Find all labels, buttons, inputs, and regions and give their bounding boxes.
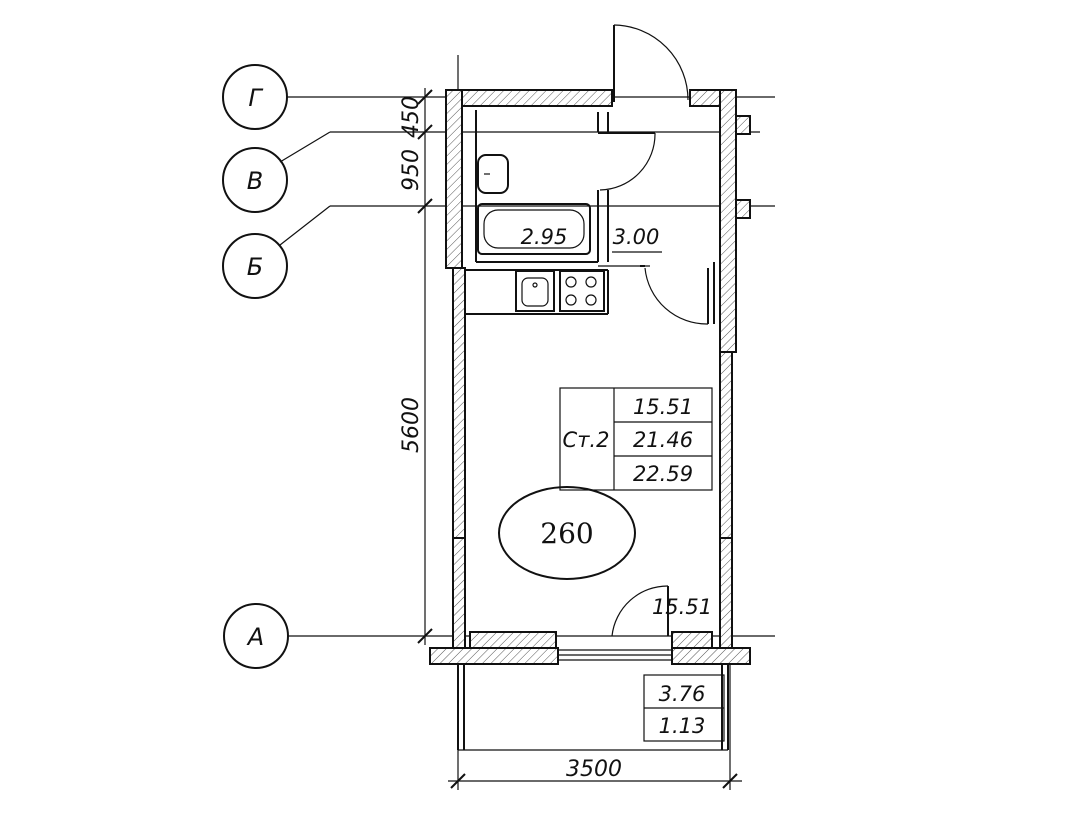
dimension-950: 950 [399,149,424,191]
entrance-door [613,24,689,102]
grid-axis-v: В [222,147,288,213]
unit-useful-area: 21.46 [633,428,693,452]
balcony-total-area: 3.76 [659,682,706,706]
apartment-number: 260 [540,517,593,550]
grid-axis-v-label: В [247,167,263,195]
grid-axis-a-label: А [246,623,264,651]
unit-area-table [559,387,713,491]
grid-axis-b: Б [222,233,288,299]
apartment-number-badge: 260 [498,486,636,580]
bathtub-icon [477,203,591,255]
dimension-chain-vertical [417,88,433,645]
grid-axis-a: А [223,603,289,669]
dimension-3500: 3500 [566,757,622,782]
balcony [457,664,729,751]
unit-living-area: 15.51 [633,395,693,419]
balcony-reduced-area: 1.13 [659,714,706,738]
grid-axis-g-label: Г [248,84,263,112]
dimension-5600: 5600 [399,397,424,453]
hall-door [640,262,715,325]
window [558,649,672,661]
dimension-450: 450 [399,96,424,138]
washbasin-icon [477,154,509,194]
balcony-door [611,585,669,637]
walls [429,89,751,665]
grid-axis-b-label: Б [247,253,263,281]
bathroom-partition [475,110,656,263]
grid-axis-g: Г [222,64,288,130]
living-room-area: 15.51 [652,595,712,619]
unit-total-area: 22.59 [633,462,693,486]
kitchen-zone-area: 3.00 [613,225,660,249]
kitchen-counter [466,265,650,315]
unit-code: Ст.2 [563,428,610,452]
dimension-chain-horizontal [448,773,742,789]
sink-icon [515,270,555,312]
balcony-area-table [643,674,725,742]
bathroom-area: 2.95 [521,225,568,249]
stove-icon [559,270,605,312]
